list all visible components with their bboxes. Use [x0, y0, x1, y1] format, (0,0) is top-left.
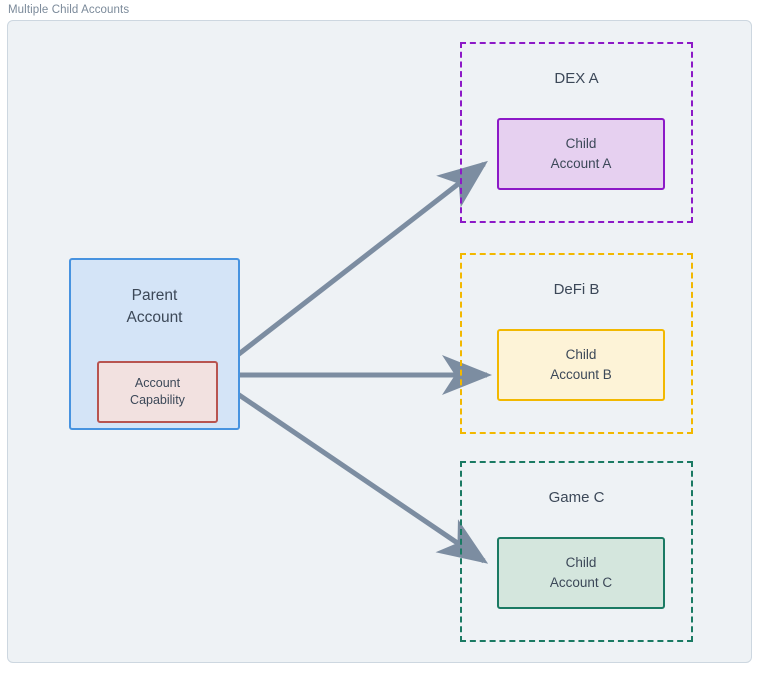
group-defi-b-title: DeFi B — [553, 281, 600, 298]
child-account-b-node[interactable]: Child Account B — [497, 329, 665, 401]
child-account-b-label: Child Account B — [550, 347, 612, 382]
child-account-c-label: Child Account C — [549, 555, 613, 590]
connector-capability-to-child-c — [215, 377, 489, 564]
figure-caption: Multiple Child Accounts — [8, 4, 130, 16]
group-dex-a[interactable]: DEX A Child Account A — [460, 42, 693, 223]
account-capability-label: Account Capability — [130, 376, 185, 407]
parent-account-title: Parent Account — [126, 287, 183, 326]
parent-account-node[interactable]: Parent Account Account Capability — [69, 258, 240, 430]
group-game-c[interactable]: Game C Child Account C — [460, 461, 693, 642]
diagram-canvas: Parent Account Account Capability DEX A … — [8, 21, 751, 662]
group-defi-b[interactable]: DeFi B Child Account B — [460, 253, 693, 434]
group-game-c-title: Game C — [548, 489, 605, 506]
child-account-a-node[interactable]: Child Account A — [497, 118, 665, 190]
child-account-a-label: Child Account A — [550, 136, 612, 171]
child-account-c-node[interactable]: Child Account C — [497, 537, 665, 609]
account-capability-node[interactable]: Account Capability — [97, 361, 218, 423]
connector-capability-to-child-a — [215, 160, 488, 373]
diagram-frame: Parent Account Account Capability DEX A … — [7, 20, 752, 663]
group-dex-a-title: DEX A — [554, 70, 599, 87]
